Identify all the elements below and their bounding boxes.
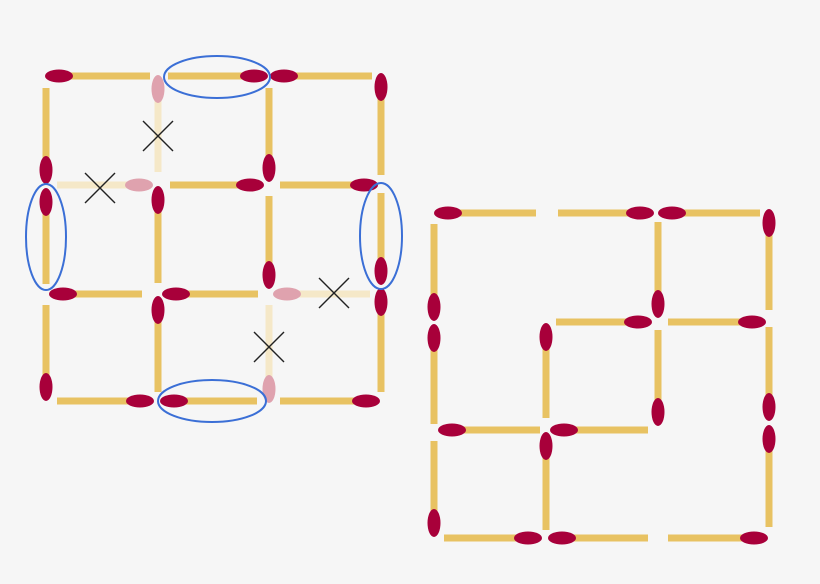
matchstick-icon [151, 296, 165, 392]
matchstick-icon [548, 531, 648, 545]
match-head [626, 206, 654, 220]
matchstick-icon [374, 193, 388, 285]
matchstick-icon [539, 323, 553, 418]
match-head [738, 315, 766, 329]
match-head [550, 423, 578, 437]
matchstick-icon [668, 531, 768, 545]
matchstick-icon [427, 441, 441, 537]
highlight-ellipse-bottom [157, 379, 267, 423]
match-head [658, 206, 686, 220]
matchstick-icon [45, 69, 150, 83]
matchstick-icon [39, 188, 53, 284]
match-head [160, 394, 188, 408]
matchstick-icon [39, 305, 53, 401]
matchstick-icon [558, 206, 654, 220]
match-head [162, 287, 190, 301]
match-head [651, 398, 665, 426]
match-head [45, 69, 73, 83]
matchstick-icon [762, 425, 776, 527]
matchstick-icon [539, 432, 553, 530]
matchstick-icon [168, 69, 268, 83]
match-head [125, 178, 153, 192]
match-head [262, 375, 276, 403]
x-cross-icon [142, 120, 174, 152]
match-head [270, 69, 298, 83]
matchstick-icon [280, 394, 380, 408]
match-head [762, 425, 776, 453]
matchstick-icon [160, 394, 257, 408]
match-head [49, 287, 77, 301]
matchstick-icon [280, 178, 378, 192]
match-head [427, 509, 441, 537]
matchstick-icon [262, 88, 276, 182]
matchstick-icon [550, 423, 648, 437]
matchstick-icon [438, 423, 540, 437]
matchstick-icon [262, 196, 276, 289]
match-head [427, 293, 441, 321]
matchstick-icon [57, 394, 154, 408]
match-head [126, 394, 154, 408]
x-cross-icon [253, 331, 285, 363]
highlight-ellipse-left [25, 183, 67, 291]
faded-matchstick-icon [273, 287, 370, 301]
matchstick-icon [658, 206, 760, 220]
matchstick-icon [444, 531, 542, 545]
match-head [762, 209, 776, 237]
match-head [151, 186, 165, 214]
matchstick-icon [151, 186, 165, 283]
match-head [374, 73, 388, 101]
match-head [236, 178, 264, 192]
matchstick-icon [170, 178, 264, 192]
faded-matchstick-icon [57, 178, 153, 192]
match-head [39, 156, 53, 184]
match-head [427, 324, 441, 352]
match-head [262, 154, 276, 182]
match-head [352, 394, 380, 408]
match-head [39, 188, 53, 216]
annotations-layer [25, 55, 403, 423]
matchstick-icon [374, 73, 388, 175]
matchstick-icon [270, 69, 372, 83]
matchstick-icon [762, 327, 776, 421]
highlight-ellipse-right [359, 182, 403, 290]
matchstick-icon [668, 315, 766, 329]
match-head [740, 531, 768, 545]
match-head [514, 531, 542, 545]
match-head [539, 432, 553, 460]
matchstick-icon [434, 206, 536, 220]
x-cross-icon [318, 277, 350, 309]
matchstick-icon [162, 287, 258, 301]
matchstick-icon [374, 288, 388, 392]
match-head [651, 290, 665, 318]
match-head [624, 315, 652, 329]
matchstick-icon [427, 224, 441, 321]
right-matchstick-figure [427, 206, 776, 545]
highlight-ellipse-top [163, 55, 271, 99]
match-head [374, 257, 388, 285]
match-head [39, 373, 53, 401]
match-head [151, 75, 165, 103]
match-head [273, 287, 301, 301]
match-head [438, 423, 466, 437]
match-head [539, 323, 553, 351]
left-matchstick-grid [39, 69, 388, 408]
matchstick-icon [39, 88, 53, 184]
match-head [762, 393, 776, 421]
matchstick-icon [762, 209, 776, 310]
match-head [262, 261, 276, 289]
faded-matchstick-icon [151, 75, 165, 172]
matchstick-icon [651, 222, 665, 318]
match-head [151, 296, 165, 324]
match-head [434, 206, 462, 220]
matchstick-icon [651, 330, 665, 426]
faded-matchstick-icon [262, 305, 276, 403]
match-head [548, 531, 576, 545]
matchstick-icon [49, 287, 142, 301]
match-head [374, 288, 388, 316]
matchstick-icon [556, 315, 652, 329]
x-cross-icon [84, 172, 116, 204]
matchstick-icon [427, 324, 441, 424]
match-head [240, 69, 268, 83]
